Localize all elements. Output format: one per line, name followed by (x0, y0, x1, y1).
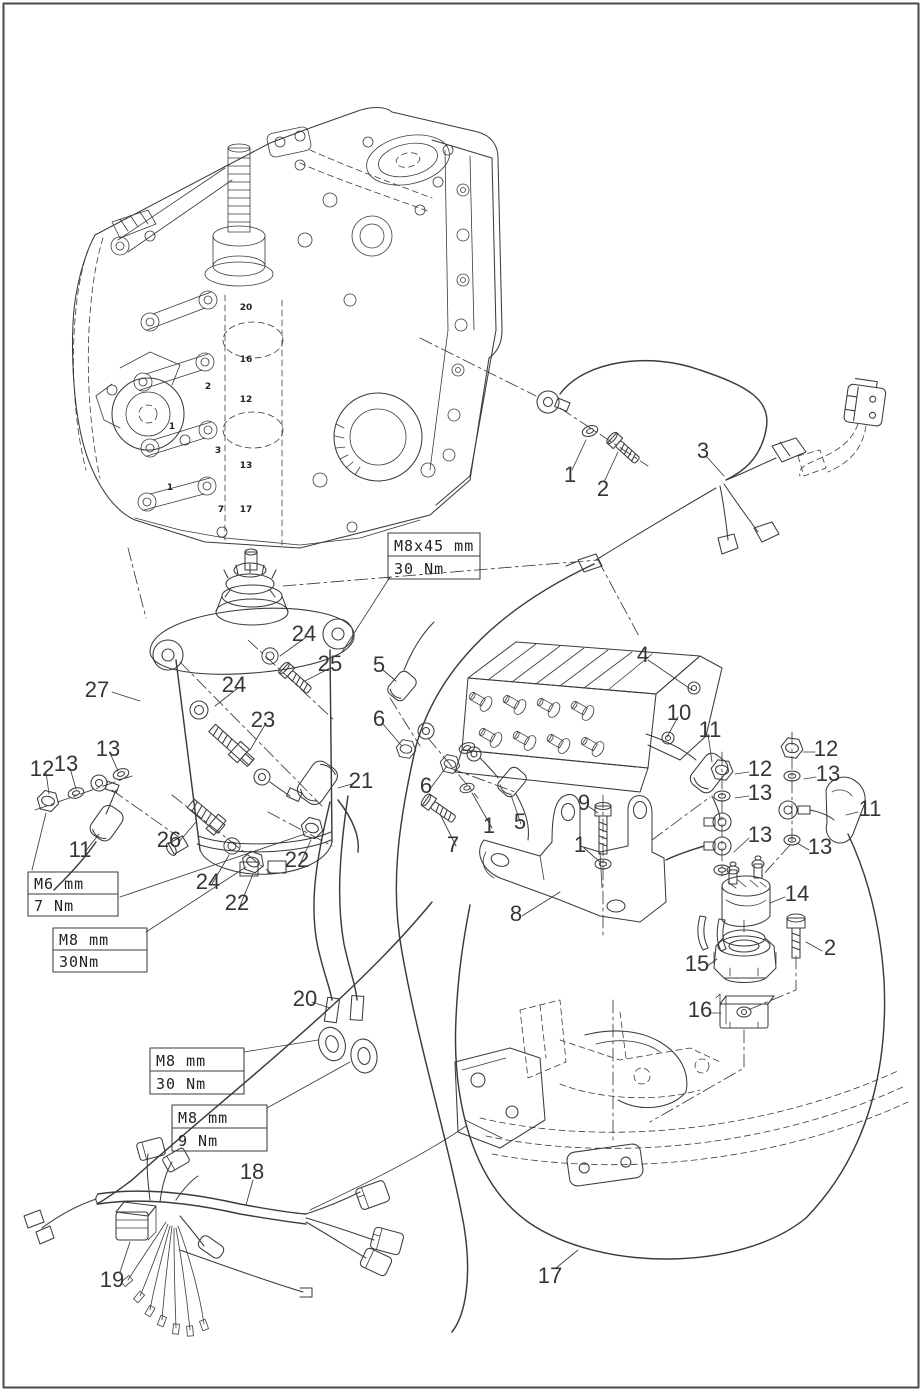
callout-label: 27 (85, 677, 109, 702)
engine-position-label: 1 (167, 483, 173, 493)
engine-position-label: 7 (218, 505, 224, 515)
engine-position-label: 20 (240, 303, 253, 313)
callout-labels: 1 2 3 4 5 6 6 1 5 7 9 1 8 10 11 12 13 12… (30, 438, 882, 1292)
callout-label: 6 (420, 773, 432, 798)
callout-label: 13 (54, 751, 78, 776)
callout-label: 3 (697, 438, 709, 463)
callout-label: 1 (574, 832, 586, 857)
callout-label: 11 (69, 837, 92, 862)
callout-label: 24 (292, 621, 316, 646)
torque-box-value: 9 Nm (178, 1132, 218, 1150)
relay-assembly (665, 736, 866, 1029)
callout-label: 13 (808, 834, 832, 859)
callout-label: 23 (251, 707, 275, 732)
relay-bolt-2 (786, 913, 806, 959)
callout-label: 24 (222, 672, 246, 697)
engine-position-label: 3 (215, 446, 221, 456)
callout-label: 2 (597, 476, 609, 501)
harness-connector-19 (115, 1201, 157, 1241)
relay-rubber-mount (713, 929, 777, 984)
torque-box-value: 7 Nm (34, 897, 74, 915)
callout-label: 26 (157, 827, 181, 852)
callout-label: 21 (349, 768, 373, 793)
battery-cables (96, 563, 886, 1333)
callout-label: 11 (699, 717, 722, 742)
torque-box-m6: M6 mm 7 Nm (27, 871, 119, 917)
callout-label: 25 (318, 651, 342, 676)
engine-position-label: 2 (205, 382, 211, 392)
callout-label: 12 (814, 736, 838, 761)
engine-position-label: 12 (240, 395, 253, 405)
callout-label: 8 (510, 901, 522, 926)
engine-position-label: 16 (240, 355, 253, 365)
torque-box-value: 30 Nm (156, 1075, 206, 1093)
callout-label: 20 (293, 986, 317, 1011)
callout-label: 13 (96, 736, 120, 761)
torque-box-size: M8 mm (59, 931, 109, 949)
starter-mount-hardware (189, 647, 315, 767)
torque-box-size: M8x45 mm (394, 537, 474, 555)
torque-box-value: 30 Nm (394, 560, 444, 578)
callout-label: 10 (667, 700, 691, 725)
callout-label: 11 (859, 796, 882, 821)
torque-box-value: 30Nm (59, 953, 99, 971)
callout-label: 12 (748, 756, 772, 781)
callout-leader-lines (31, 439, 859, 1273)
starter-motor (111, 548, 355, 877)
callout-label: 15 (685, 951, 709, 976)
relay-bracket-16 (715, 993, 775, 1029)
callout-label: 5 (373, 652, 385, 677)
callout-label: 7 (447, 832, 459, 857)
mounting-bracket (479, 793, 667, 923)
starter-relay (697, 855, 771, 952)
torque-box-m8-b: M8 mm 30 Nm (149, 1047, 245, 1095)
callout-label: 22 (285, 847, 309, 872)
callout-label: 1 (483, 813, 495, 838)
engine-position-label: 1 (169, 422, 175, 432)
torque-box-size: M8 mm (156, 1052, 206, 1070)
rectifier-lead-hardware (387, 621, 529, 841)
callout-label: 1 (564, 462, 576, 487)
torque-box-m8-a: M8 mm 30Nm (52, 927, 148, 973)
torque-box-m8-c: M8 mm 9 Nm (171, 1104, 268, 1152)
engine-position-label: 17 (240, 505, 253, 515)
callout-label: 13 (816, 761, 840, 786)
callout-label: 24 (196, 869, 220, 894)
relay-boot-11 (825, 776, 866, 844)
torque-boxes: M8x45 mm 30 Nm M6 mm 7 Nm M8 mm 30Nm M8 … (27, 532, 481, 1152)
torque-box-size: M8 mm (178, 1109, 228, 1127)
wire-harness-18 (23, 1125, 467, 1337)
callout-label: 19 (100, 1267, 124, 1292)
callout-label: 5 (514, 809, 526, 834)
bracket-bolt-9 (594, 801, 612, 870)
callout-label: 22 (225, 890, 249, 915)
callout-label: 9 (578, 790, 590, 815)
callout-label: 13 (748, 780, 772, 805)
torque-box-size: M6 mm (34, 875, 84, 893)
callout-label: 12 (30, 756, 54, 781)
callout-label: 16 (688, 997, 712, 1022)
rectifier-regulator (454, 641, 723, 793)
callout-label: 17 (538, 1263, 562, 1288)
callout-label: 4 (637, 642, 649, 667)
torque-box-m8x45: M8x45 mm 30 Nm (387, 532, 481, 580)
callout-label: 2 (824, 935, 836, 960)
clamp-bracket-drawing (454, 999, 909, 1187)
callout-label: 14 (785, 881, 809, 906)
engine-harness-3 (536, 360, 887, 573)
rectifier-terminals (468, 691, 605, 757)
engine-block-drawing: 20 16 2 12 1 3 13 1 7 17 (71, 106, 503, 549)
callout-label: 6 (373, 706, 385, 731)
callout-label: 13 (748, 822, 772, 847)
callout-label: 18 (240, 1159, 264, 1184)
engine-position-label: 13 (240, 461, 253, 471)
